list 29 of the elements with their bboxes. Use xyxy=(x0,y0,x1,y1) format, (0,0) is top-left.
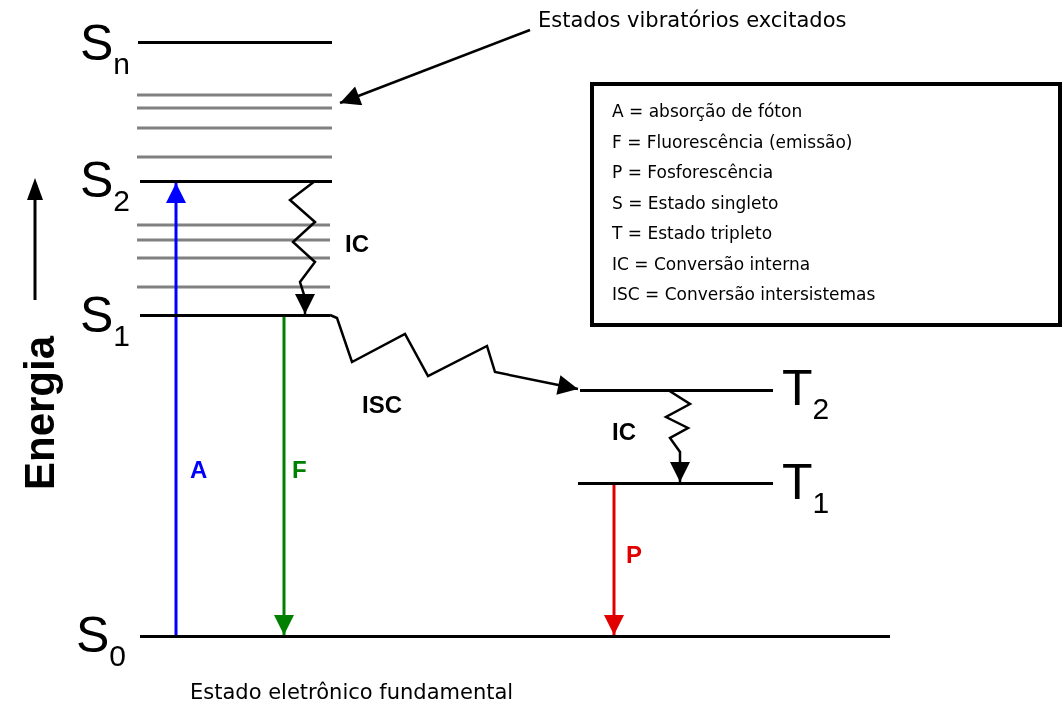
level-label: S$_{n}$ xyxy=(80,18,131,79)
legend-entry: ISC = Conversão intersistemas xyxy=(612,283,877,306)
level-label: S$_{0}$ xyxy=(76,610,127,671)
wavy-arrow xyxy=(288,180,317,314)
level-label: T$_{1}$ xyxy=(782,457,830,518)
arrow xyxy=(274,315,294,635)
legend-box xyxy=(590,82,1062,327)
legend-entry: S = Estado singleto xyxy=(612,191,780,215)
edge-label: IC xyxy=(345,232,369,256)
arrow xyxy=(604,483,624,635)
arrow xyxy=(166,183,186,636)
level-label: S$_{1}$ xyxy=(80,290,131,351)
axis-label: Energia xyxy=(17,334,63,493)
edge-label: IC xyxy=(612,420,636,444)
caption-text: Estado eletrônico fundamental xyxy=(190,680,514,704)
edge-label: F xyxy=(292,458,307,482)
legend-entry: A = absorção de fóton xyxy=(612,100,804,123)
edge-label: P xyxy=(626,543,642,567)
wavy-arrow xyxy=(329,313,579,395)
legend-entry: F = Fluorescência (emissão) xyxy=(612,130,854,154)
annotation-text: Estados vibratórios excitados xyxy=(538,8,847,32)
edge-label: A xyxy=(190,458,208,482)
leader-arrow xyxy=(339,28,531,106)
legend-entry: P = Fosforescência xyxy=(612,161,775,184)
level-label: S$_{2}$ xyxy=(80,155,131,216)
legend-entry: IC = Conversão interna xyxy=(612,252,812,276)
edge-label: ISC xyxy=(362,393,402,417)
legend-entry: T = Estado tripleto xyxy=(612,222,774,245)
level-label: T$_{2}$ xyxy=(782,363,830,424)
